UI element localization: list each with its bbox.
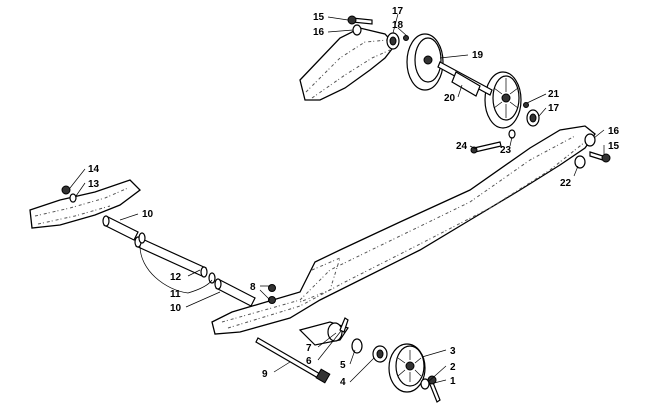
upper-tube (102, 215, 139, 241)
right-bolt (589, 151, 611, 163)
cross-shaft (134, 236, 208, 278)
left-rail-segment (29, 179, 141, 229)
upper-small-washer (508, 129, 516, 139)
lower-tube (214, 278, 256, 307)
callout-15-right: 15 (608, 141, 620, 152)
shaft-washer-upper (138, 232, 146, 244)
upper-long-bolt (470, 141, 502, 154)
callout-8: 8 (250, 282, 256, 293)
left-nut (61, 185, 71, 195)
upper-hub-spacer (451, 71, 481, 97)
lower-spacer (372, 345, 388, 363)
lower-right-washer (420, 378, 430, 390)
callout-12: 12 (170, 272, 182, 283)
lower-bolt-left (339, 317, 349, 333)
right-spacer (574, 155, 586, 169)
upper-right-bearing (526, 109, 540, 127)
callout-2: 2 (450, 362, 456, 373)
upper-small-nut (403, 35, 409, 41)
main-slide-rail (211, 125, 596, 335)
callout-21: 21 (548, 89, 560, 100)
top-left-washer (352, 24, 362, 36)
top-left-bolt (347, 15, 373, 25)
callout-6: 6 (306, 356, 312, 367)
callout-16-right: 16 (608, 126, 620, 137)
callout-10-upper: 10 (142, 209, 154, 220)
rear-idler-wheel (388, 343, 426, 393)
leader-lines (69, 13, 605, 384)
long-axle-bolt (255, 337, 331, 384)
right-washer (584, 133, 596, 147)
left-washer (69, 193, 77, 203)
callout-24: 24 (456, 141, 468, 152)
callout-4: 4 (340, 377, 346, 388)
callout-20: 20 (444, 93, 456, 104)
callout-labels: 1 2 3 4 5 6 7 8 9 10 10 11 12 13 14 15 1… (88, 6, 620, 388)
upper-left-bearing (386, 32, 400, 50)
callout-5: 5 (340, 360, 346, 371)
shaft-washer-lower (208, 272, 216, 284)
callout-22: 22 (560, 178, 572, 189)
callout-15-top: 15 (313, 12, 325, 23)
lower-washer (351, 338, 363, 354)
callout-16-top: 16 (313, 27, 325, 38)
callout-18: 18 (392, 20, 404, 31)
axle-bracket (298, 321, 349, 346)
callout-7: 7 (306, 343, 312, 354)
callout-3: 3 (450, 346, 456, 357)
upper-right-small-nut (523, 102, 529, 108)
upper-rail-segment (299, 27, 396, 101)
callout-23: 23 (500, 145, 512, 156)
rail-nuts (268, 284, 276, 304)
callout-17-right: 17 (548, 103, 560, 114)
callout-1: 1 (450, 376, 456, 387)
upper-idler-wheel-front (484, 71, 522, 129)
callout-9: 9 (262, 369, 268, 380)
callout-10-lower: 10 (170, 303, 182, 314)
lower-right-bolt (427, 375, 441, 403)
callout-14: 14 (88, 164, 100, 175)
upper-idler-wheel-rear (406, 33, 444, 91)
callout-11: 11 (170, 289, 181, 300)
callout-19: 19 (472, 50, 484, 61)
callout-13: 13 (88, 179, 100, 190)
callout-17-top: 17 (392, 6, 404, 17)
